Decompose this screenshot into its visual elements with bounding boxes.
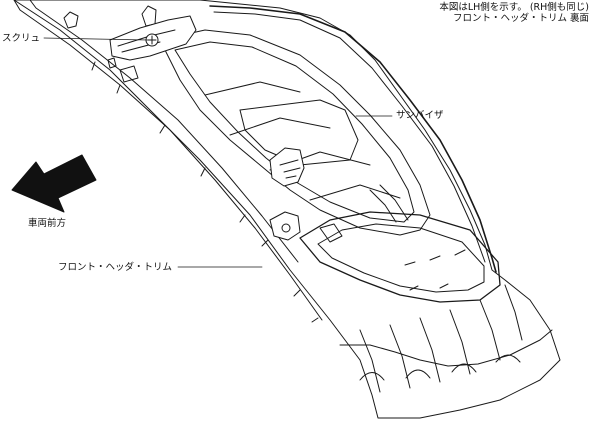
trim-left-flange-2 [29,0,299,263]
callout-screw: スクリュ [2,33,41,44]
trim-panel-outline [13,0,561,419]
header-note-line2: フロント・ヘッダ・トリム 裏面 [452,13,589,24]
trim-outer-rim-inner [213,11,486,263]
end-cap-bumps [359,354,521,381]
top-clip-1 [63,11,79,29]
visor-loop-inner [317,223,485,293]
trim-left-flange [13,0,323,321]
flange-ribs [91,61,319,323]
inner-channel [239,99,359,166]
header-note: 本図はLH側を示す。 (RH側も同じ) フロント・ヘッダ・トリム 裏面 [439,2,589,24]
inner-frame [159,29,431,236]
end-cap-ribs [359,284,523,393]
callout-front-header-trim: フロント・ヘッダ・トリム [58,262,173,273]
lower-mount-small [319,223,343,243]
header-note-line1: 本図はLH側を示す。 (RH側も同じ) [439,2,589,13]
visor-loop-outer [299,211,501,303]
leader-screw [43,37,149,41]
lower-mount-hole [281,223,291,233]
lower-mount [269,211,301,241]
end-cap-slots [404,249,466,291]
center-clip-detail [279,159,301,179]
inner-frame-inset [174,41,415,223]
screw-slot [147,35,157,45]
end-cap-outline [339,329,553,367]
callout-sun-visor: サンバイザ [396,110,444,121]
top-clip-2 [141,5,157,27]
inner-ribs [204,81,401,201]
callout-vehicle-front: 車両前方 [28,218,67,229]
vehicle-front-arrow [11,154,97,213]
trim-outer-rim [209,5,497,273]
bracket-tab [107,57,139,83]
visor-arm [369,184,409,223]
